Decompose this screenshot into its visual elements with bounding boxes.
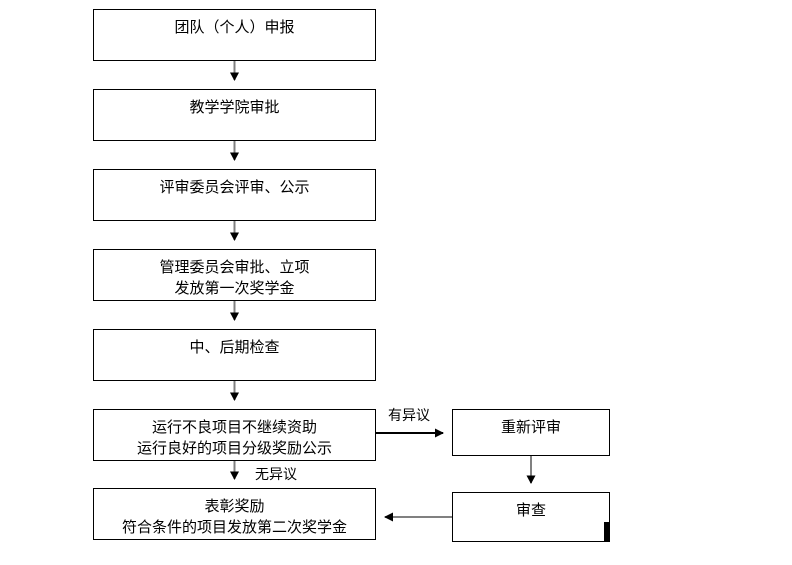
edge-label-no-objection: 无异议 [255,467,297,483]
node-re-review: 重新评审 [452,409,610,456]
node-commendation-second-award: 表彰奖励 符合条件的项目发放第二次奖学金 [93,488,376,540]
node-apply: 团队（个人）申报 [93,9,376,61]
node-performance-publicity: 运行不良项目不继续资助 运行良好的项目分级奖励公示 [93,409,376,461]
node-committee-review: 评审委员会评审、公示 [93,169,376,221]
scan-artifact-bar [604,522,610,542]
node-examination: 审查 [452,492,610,542]
edge-label-objection: 有异议 [388,408,430,424]
node-mid-late-inspection: 中、后期检查 [93,329,376,381]
node-college-review: 教学学院审批 [93,89,376,141]
node-approval-first-award: 管理委员会审批、立项 发放第一次奖学金 [93,249,376,301]
